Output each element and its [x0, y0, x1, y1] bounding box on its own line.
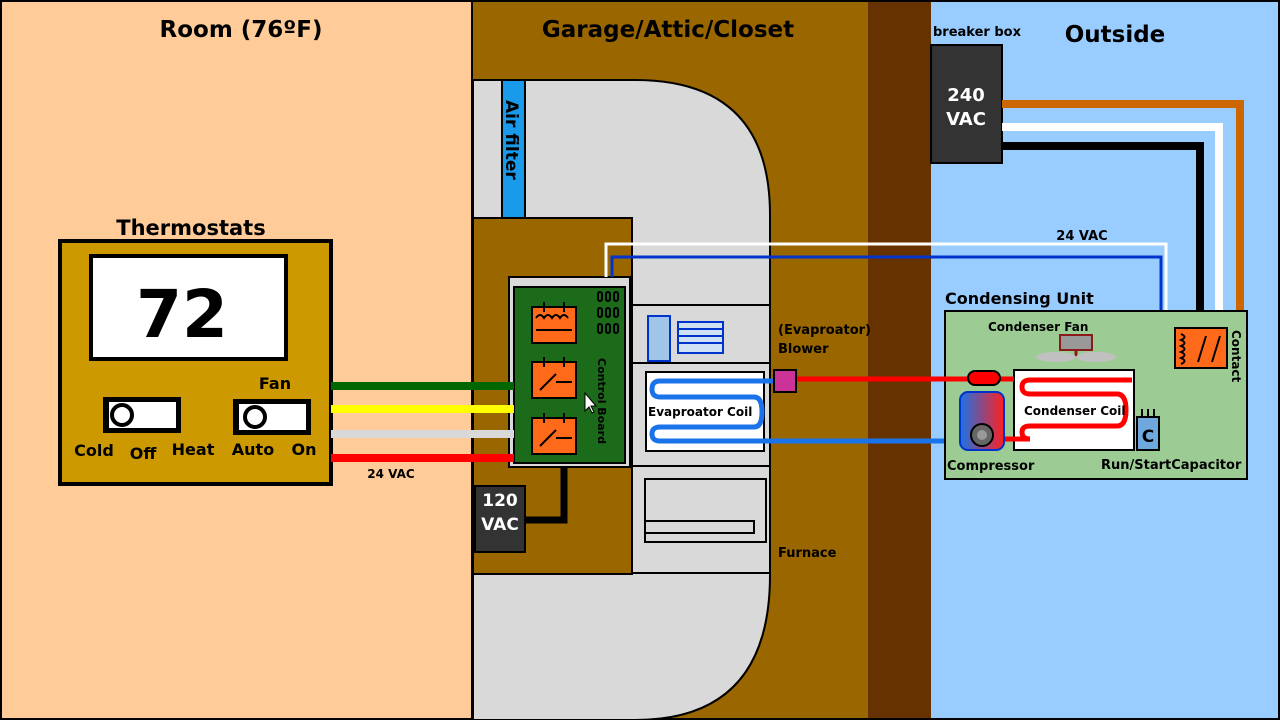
outside-title: Outside — [1065, 22, 1166, 48]
fan-title: Fan — [259, 374, 291, 393]
supply-120-line1: 120 — [482, 491, 518, 511]
furnace-label: Furnace — [778, 546, 837, 561]
relay-2 — [531, 357, 577, 399]
breaker-voltage-2: VAC — [946, 109, 986, 130]
hv-line-black — [1002, 142, 1204, 322]
supply-120-line2: VAC — [481, 515, 519, 535]
hv-line-white — [1002, 123, 1223, 316]
condenser-coil-box — [1013, 369, 1135, 451]
fan-auto-label: Auto — [232, 440, 274, 459]
supply-120-box — [474, 485, 526, 553]
filter-drier — [967, 370, 1001, 386]
supply-120-wire — [525, 467, 568, 524]
blower-icon — [647, 315, 724, 362]
air-filter-label: Air filter — [501, 100, 521, 180]
relay-3 — [531, 413, 577, 455]
breaker-box — [930, 44, 1003, 164]
blower-label-1: (Evaproator) — [778, 323, 871, 338]
evaporator-coil-label: Evaproator Coil — [648, 405, 752, 419]
thermostat-temperature: 72 — [136, 276, 228, 353]
low-voltage-label-top: 24 VAC — [1056, 229, 1107, 244]
furnace-burner-slot — [644, 520, 755, 534]
compressor-label: Compressor — [947, 459, 1035, 474]
mode-switch-knob[interactable] — [110, 403, 134, 427]
board-terminals — [597, 291, 619, 334]
evaporator-coil-tube — [649, 378, 962, 444]
relay-1 — [531, 302, 577, 344]
mode-off-label: Off — [130, 444, 158, 463]
expansion-valve — [773, 369, 797, 393]
contactor-coil — [1178, 333, 1186, 365]
fan-on-label: On — [292, 440, 317, 459]
condenser-coil-tube — [1004, 377, 1132, 442]
control-board-label: Control Board — [595, 358, 608, 444]
thermostat-display — [89, 254, 288, 361]
air-filter — [501, 79, 526, 219]
breaker-voltage-1: 240 — [947, 85, 985, 106]
mode-heat-label: Heat — [172, 440, 215, 459]
contactor-label: Contact — [1229, 330, 1243, 383]
condenser-coil-label: Condenser Coil — [1024, 404, 1126, 418]
breaker-title: breaker box — [933, 25, 1022, 40]
blower-label-2: Blower — [778, 342, 829, 357]
room-title: Room (76ºF) — [160, 17, 323, 43]
compressor-port-inner — [977, 430, 987, 440]
condensing-unit-title: Condensing Unit — [945, 289, 1094, 308]
mode-cold-label: Cold — [74, 441, 114, 460]
wall-zone — [868, 0, 931, 720]
thermostat-title: Thermostats — [116, 216, 265, 240]
fan-switch-knob[interactable] — [243, 405, 267, 429]
contactor-switches — [1197, 335, 1221, 363]
garage-title: Garage/Attic/Closet — [542, 17, 794, 43]
evaporator-coil-box — [645, 371, 765, 452]
cursor-icon — [584, 391, 598, 414]
capacitor-letter: C — [1142, 427, 1154, 447]
fan-icon — [1036, 334, 1116, 362]
condenser-fan-label: Condenser Fan — [988, 320, 1088, 334]
low-voltage-label-left: 24 VAC — [367, 467, 415, 481]
hv-line-orange — [1002, 100, 1244, 316]
capacitor-label: Run/StartCapacitor — [1101, 458, 1242, 473]
